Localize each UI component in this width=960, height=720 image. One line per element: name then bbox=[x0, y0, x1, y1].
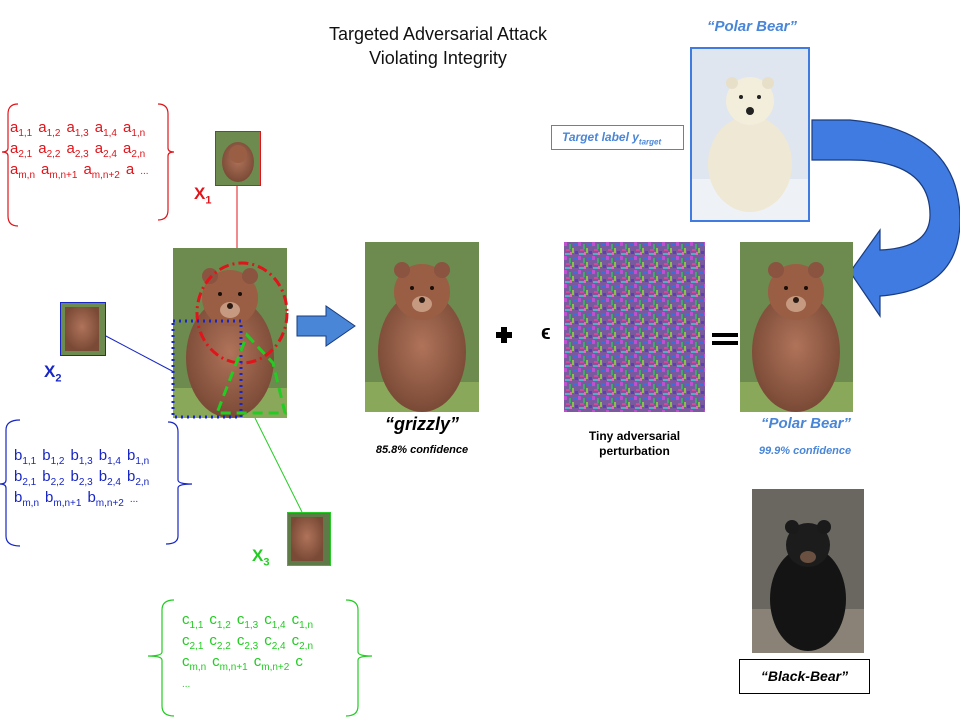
equals-operator bbox=[712, 333, 738, 345]
matrix-c-cell: c1,1 bbox=[182, 611, 204, 631]
matrix-b-cell: b2,4 bbox=[98, 468, 121, 488]
grizzly-image bbox=[365, 242, 479, 412]
matrix-b-brackets bbox=[0, 419, 193, 547]
title-line-2: Violating Integrity bbox=[369, 48, 507, 68]
target-curved-arrow bbox=[811, 119, 960, 318]
matrix-b-cell: b1,4 bbox=[98, 447, 121, 467]
matrix-c-cell: cm,n bbox=[182, 653, 207, 673]
x1-thumbnail bbox=[215, 131, 261, 186]
matrix-c-cell: c2,1 bbox=[182, 632, 204, 652]
x3-label: X3 bbox=[252, 546, 270, 569]
matrix-c-cell: ... bbox=[182, 679, 191, 690]
matrix-a-cell: am,n+1 bbox=[41, 161, 78, 181]
diagram-title: Targeted Adversarial Attack Violating In… bbox=[0, 22, 876, 70]
matrix-c-row: ... bbox=[182, 673, 319, 694]
matrix-b-cell: b2,3 bbox=[70, 468, 93, 488]
matrix-a-cell: a2,3 bbox=[66, 140, 89, 160]
matrix-b-cell: ... bbox=[129, 494, 139, 505]
perturbation-image bbox=[564, 242, 705, 412]
matrix-b-cell: bm,n bbox=[14, 489, 40, 509]
matrix-c-cell: c1,3 bbox=[236, 611, 259, 631]
matrix-b-cell: b2,2 bbox=[42, 468, 65, 488]
matrix-b-cell: b1,3 bbox=[70, 447, 93, 467]
matrix-b-cell: b2,n bbox=[127, 468, 150, 488]
matrix-a-cell: a1,n bbox=[123, 119, 146, 139]
matrix-a-cell: a2,1 bbox=[10, 140, 33, 160]
matrix-b-cell: bm,n+1 bbox=[45, 489, 82, 509]
matrix-c-brackets bbox=[147, 599, 373, 717]
target-label-box-text: Target label y bbox=[562, 130, 639, 144]
matrix-c-cell: c2,3 bbox=[236, 632, 259, 652]
region-overlays bbox=[171, 261, 289, 419]
target-label-box: Target label ytarget bbox=[551, 125, 684, 150]
grizzly-confidence: 85.8% confidence bbox=[375, 444, 469, 456]
matrix-a-cell: a2,4 bbox=[94, 140, 117, 160]
matrix-a-cell: ... bbox=[140, 166, 149, 177]
perturbation-caption: Tiny adversarial perturbation bbox=[564, 429, 705, 459]
polar-bear-image bbox=[690, 47, 810, 222]
matrix-c-cell: c2,n bbox=[291, 632, 314, 652]
x3-thumbnail bbox=[287, 512, 331, 566]
target-label-box-sub: target bbox=[638, 137, 662, 147]
matrix-a-cell: a2,2 bbox=[38, 140, 61, 160]
perturbation-caption-line-2: perturbation bbox=[599, 444, 670, 458]
matrix-a-cell: a1,4 bbox=[94, 119, 117, 139]
matrix-c-cell: c2,4 bbox=[264, 632, 286, 652]
matrix-c-cell: c2,2 bbox=[209, 632, 231, 652]
matrix-b-cell: b1,1 bbox=[14, 447, 37, 467]
matrix-c-cell: cm,n+1 bbox=[212, 653, 248, 673]
target-label: “Polar Bear” bbox=[706, 18, 798, 35]
matrix-a-cell: am,n+2 bbox=[83, 161, 120, 181]
result-confidence: 99.9% confidence bbox=[758, 445, 852, 457]
matrix-c-cell: c bbox=[295, 653, 303, 670]
black-bear-label: “Black-Bear” bbox=[739, 659, 870, 694]
x2-thumbnail bbox=[60, 302, 106, 356]
epsilon-symbol: ϵ bbox=[541, 322, 551, 344]
matrix-a-brackets bbox=[1, 103, 175, 227]
x2-label: X2 bbox=[44, 362, 62, 385]
matrix-a-cell: a1,2 bbox=[38, 119, 61, 139]
x2-connector bbox=[103, 334, 175, 373]
x3-connector bbox=[254, 417, 303, 513]
matrix-a-cell: a1,3 bbox=[66, 119, 89, 139]
matrix-a-cell: a2,n bbox=[123, 140, 146, 160]
result-label: “Polar Bear” bbox=[760, 415, 852, 432]
matrix-c-cell: c1,2 bbox=[209, 611, 231, 631]
x1-label: X1 bbox=[194, 184, 212, 207]
matrix-a-cell: a1,1 bbox=[10, 119, 33, 139]
matrix-b-cell: bm,n+2 bbox=[87, 489, 124, 509]
matrix-b-cell: b1,n bbox=[127, 447, 150, 467]
plus-operator bbox=[496, 327, 512, 343]
title-line-1: Targeted Adversarial Attack bbox=[328, 24, 548, 44]
matrix-b-cell: b2,1 bbox=[14, 468, 37, 488]
perturbation-caption-line-1: Tiny adversarial bbox=[588, 429, 681, 443]
matrix-c-cell: c1,4 bbox=[264, 611, 286, 631]
matrix-a-cell: a bbox=[125, 161, 135, 178]
grizzly-label: “grizzly” bbox=[384, 414, 459, 434]
result-bear-image bbox=[740, 242, 853, 412]
matrix-b-cell: b1,2 bbox=[42, 447, 65, 467]
matrix-c-cell: c1,n bbox=[291, 611, 314, 631]
black-bear-image bbox=[752, 489, 864, 653]
matrix-c-cell: cm,n+2 bbox=[253, 653, 290, 673]
forward-arrow bbox=[296, 305, 356, 347]
matrix-a-cell: am,n bbox=[10, 161, 36, 181]
